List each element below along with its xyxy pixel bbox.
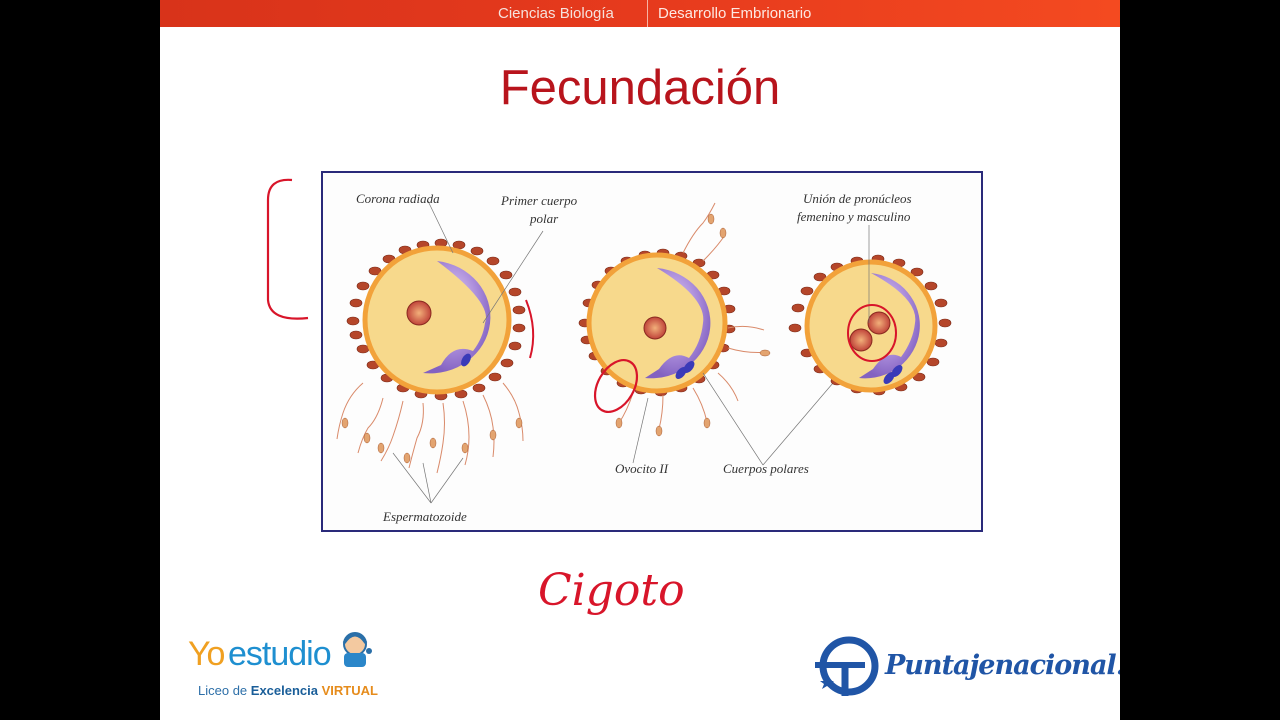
label-union-2: femenino y masculino	[797, 209, 911, 224]
logo-yo: Yo	[188, 635, 225, 673]
red-ink-annotations	[266, 178, 897, 413]
handwritten-cigoto: Cigoto	[538, 565, 685, 616]
puntaje-emblem-icon	[815, 636, 879, 696]
label-ovocito: Ovocito II	[615, 461, 669, 476]
zygote-cell-3	[788, 225, 952, 396]
tag-excelencia: Excelencia	[250, 683, 318, 698]
label-primer-cuerpo-2: polar	[530, 211, 559, 226]
label-corona-radiada: Corona radiada	[356, 191, 440, 206]
label-espermatozoide: Espermatozoide	[383, 509, 467, 524]
student-avatar-icon	[342, 632, 372, 667]
label-primer-cuerpo-1: Primer cuerpo	[501, 193, 578, 208]
oocyte-cell-2	[578, 202, 834, 466]
breadcrumb-subject: Ciencias Biología	[498, 5, 614, 22]
fertilization-figure: Corona radiada Primer cuerpo polar Unión…	[321, 171, 983, 532]
logo-estudio: estudio	[228, 635, 332, 673]
slide-title: Fecundación	[499, 61, 781, 115]
puntaje-text: Puntajenacional.cl	[885, 650, 1120, 681]
header-bar: Ciencias Biología Desarrollo Embrionario	[160, 0, 1120, 27]
label-cuerpos-polares: Cuerpos polares	[723, 461, 809, 476]
tag-virtual: VIRTUAL	[321, 683, 378, 698]
label-union-1: Unión de pronúcleos	[803, 191, 912, 206]
slide: Ciencias Biología Desarrollo Embrionario…	[160, 0, 1120, 720]
breadcrumb-topic: Desarrollo Embrionario	[647, 0, 811, 27]
tag-liceo: Liceo de	[198, 683, 248, 698]
logo-tagline: Liceo de Excelencia VIRTUAL	[198, 683, 378, 698]
puntaje-nacional-logo: Puntajenacional.cl	[815, 636, 1120, 698]
fertilization-illustration	[336, 200, 952, 504]
yo-estudio-logo: Yo estudio Liceo de Excelencia VIRTUAL	[188, 625, 388, 705]
oocyte-cell-1	[336, 200, 544, 504]
